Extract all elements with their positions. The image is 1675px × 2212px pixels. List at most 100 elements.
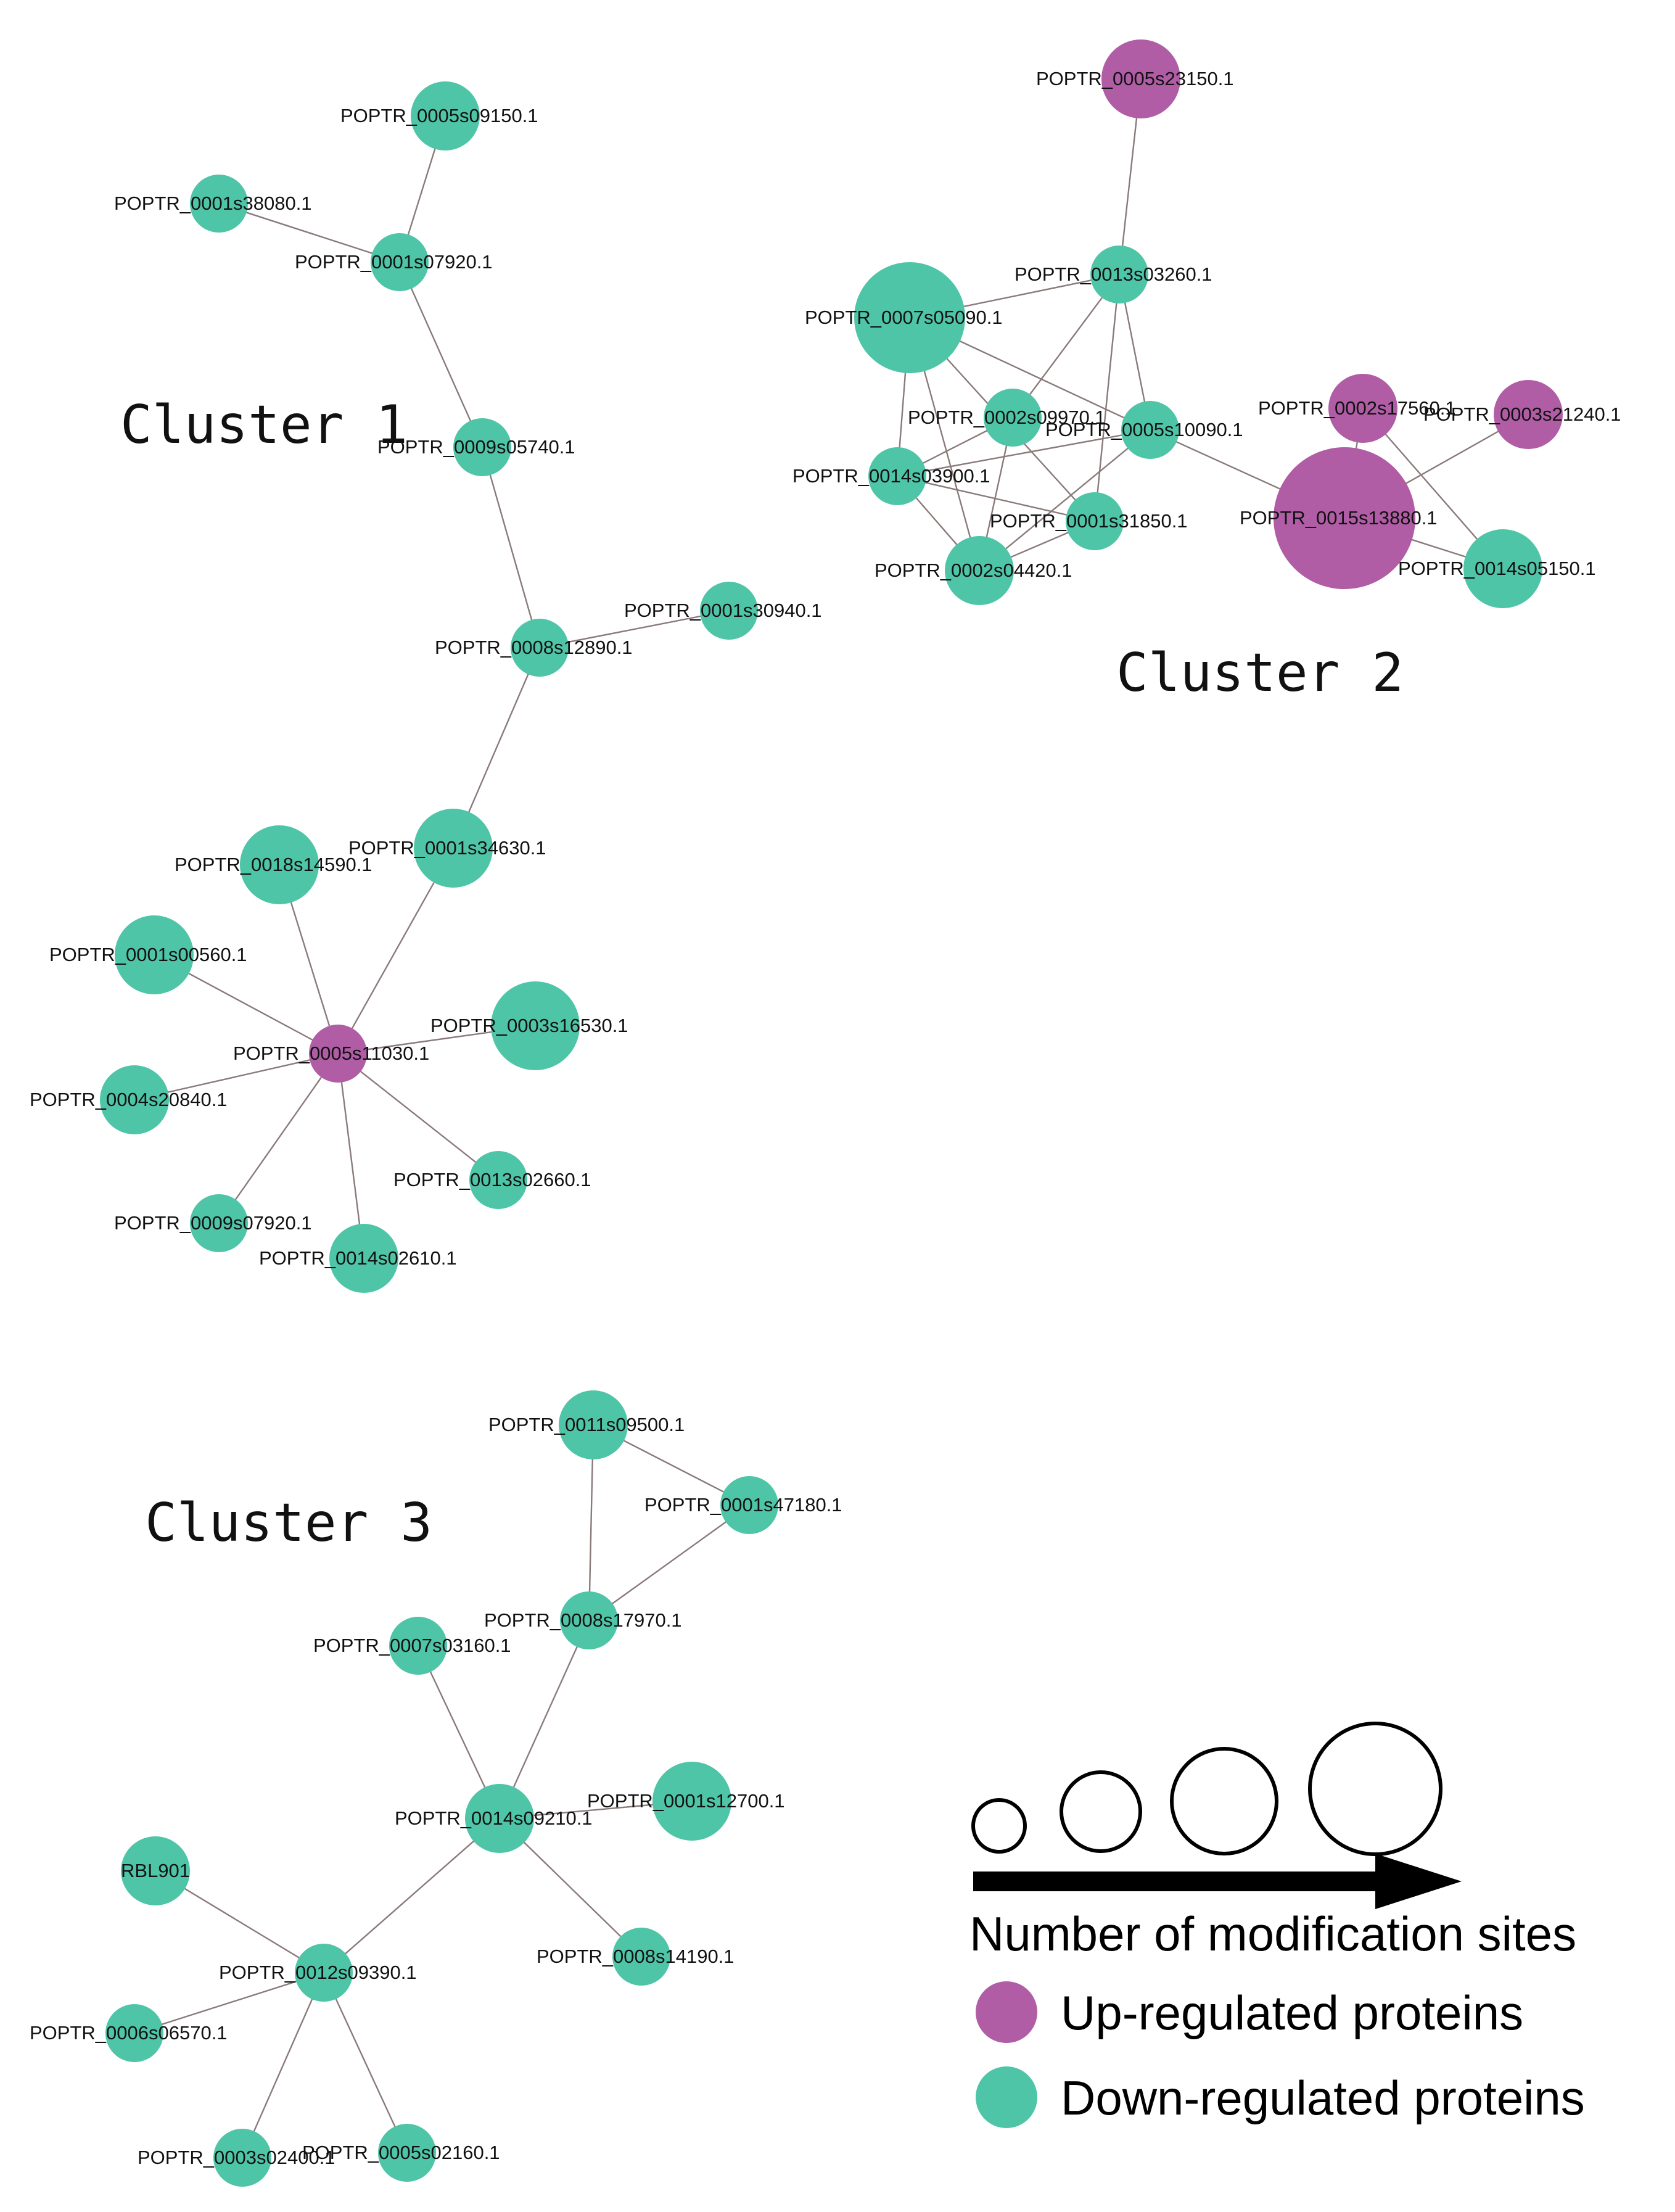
node-label-m11: POPTR_0002s04420.1 — [875, 559, 1072, 581]
node-label-n5: POPTR_0001s30940.1 — [624, 600, 822, 621]
node-k7-down-regulated[interactable] — [121, 1836, 190, 1905]
edge-m8-m5 — [897, 429, 1151, 477]
up-regulated-legend-label: Up-regulated proteins — [1061, 1986, 1523, 2040]
size-legend-circle-small — [971, 1798, 1027, 1854]
node-k6-down-regulated[interactable] — [652, 1762, 731, 1841]
node-k1-down-regulated[interactable] — [559, 1390, 628, 1459]
node-k4-down-regulated[interactable] — [389, 1617, 447, 1675]
node-k9-down-regulated[interactable] — [612, 1928, 670, 1986]
node-k8-down-regulated[interactable] — [295, 1944, 353, 2002]
node-m8-down-regulated[interactable] — [868, 447, 926, 505]
node-label-m8: POPTR_0014s03900.1 — [792, 465, 990, 487]
edge-k8-k12 — [323, 1972, 408, 2153]
node-label-n3: POPTR_0001s07920.1 — [295, 251, 493, 273]
size-legend-arrow — [973, 1854, 1462, 1909]
node-n13-down-regulated[interactable] — [469, 1151, 527, 1209]
node-n12-down-regulated[interactable] — [100, 1065, 169, 1134]
node-n9-down-regulated[interactable] — [115, 915, 194, 994]
node-label-k10: POPTR_0006s06570.1 — [30, 2022, 228, 2044]
node-n15-down-regulated[interactable] — [329, 1224, 398, 1293]
node-n11-up-regulated[interactable] — [309, 1025, 367, 1083]
node-layer — [100, 39, 1563, 2187]
edge-layer — [134, 78, 1529, 2158]
node-n2-down-regulated[interactable] — [190, 175, 248, 233]
node-n14-down-regulated[interactable] — [190, 1194, 248, 1252]
edge-n13-n11 — [337, 1053, 499, 1181]
cluster-2-title: Cluster 2 — [1116, 642, 1404, 704]
size-legend-caption: Number of modification sites — [969, 1907, 1576, 1961]
node-label-m10: POPTR_0015s13880.1 — [1240, 507, 1438, 529]
node-label-n2: POPTR_0001s38080.1 — [114, 192, 312, 214]
node-n4-down-regulated[interactable] — [453, 418, 511, 476]
node-label-m12: POPTR_0014s05150.1 — [1398, 558, 1596, 579]
legend: Number of modification sites Up-regulate… — [969, 1722, 1585, 2128]
node-m7-up-regulated[interactable] — [1494, 380, 1563, 449]
edge-k5-k8 — [323, 1818, 500, 1973]
node-m9-down-regulated[interactable] — [1066, 492, 1124, 550]
node-n8-down-regulated[interactable] — [240, 825, 319, 904]
up-regulated-legend-dot — [976, 1981, 1037, 2043]
node-label-n7: POPTR_0001s34630.1 — [348, 837, 546, 859]
node-n3-down-regulated[interactable] — [371, 233, 429, 291]
node-k10-down-regulated[interactable] — [105, 2004, 163, 2062]
edge-n4-n6 — [481, 447, 541, 648]
node-m2-down-regulated[interactable] — [1090, 246, 1148, 303]
node-m6-up-regulated[interactable] — [1328, 374, 1397, 443]
node-label-m6: POPTR_0002s17560.1 — [1258, 397, 1456, 419]
node-n1-down-regulated[interactable] — [411, 81, 480, 151]
node-label-m3: POPTR_0007s05090.1 — [805, 307, 1003, 328]
node-m12-down-regulated[interactable] — [1463, 529, 1542, 608]
edge-k3-k5 — [498, 1620, 590, 1819]
node-k11-down-regulated[interactable] — [213, 2129, 271, 2187]
node-m3-down-regulated[interactable] — [854, 262, 965, 373]
node-k12-down-regulated[interactable] — [378, 2124, 436, 2182]
node-label-n15: POPTR_0014s02610.1 — [259, 1247, 457, 1269]
node-label-n14: POPTR_0009s07920.1 — [114, 1212, 312, 1234]
node-label-n10: POPTR_0003s16530.1 — [430, 1015, 628, 1036]
node-k5-down-regulated[interactable] — [465, 1784, 534, 1853]
node-m5-down-regulated[interactable] — [1121, 401, 1179, 459]
node-m10-up-regulated[interactable] — [1274, 447, 1415, 589]
node-m4-down-regulated[interactable] — [984, 389, 1042, 447]
node-label-n1: POPTR_0005s09150.1 — [340, 105, 538, 126]
edge-n12-n11 — [134, 1052, 339, 1101]
node-n10-down-regulated[interactable] — [491, 981, 580, 1070]
node-n6-down-regulated[interactable] — [511, 619, 569, 677]
node-label-k12: POPTR_0005s02160.1 — [302, 2142, 500, 2163]
node-label-m2: POPTR_0013s03260.1 — [1014, 263, 1212, 285]
node-label-k1: POPTR_0011s09500.1 — [488, 1414, 685, 1435]
node-label-k3: POPTR_0008s17970.1 — [484, 1609, 682, 1631]
edge-m8-m9 — [897, 475, 1095, 522]
edge-n3-n4 — [398, 262, 484, 448]
node-label-k9: POPTR_0008s14190.1 — [537, 1946, 735, 1967]
node-label-m7: POPTR_0003s21240.1 — [1423, 403, 1621, 425]
edge-n6-n5 — [539, 609, 730, 649]
node-k3-down-regulated[interactable] — [560, 1591, 618, 1649]
node-k2-down-regulated[interactable] — [720, 1476, 778, 1534]
node-n5-down-regulated[interactable] — [700, 582, 758, 640]
down-regulated-legend-label: Down-regulated proteins — [1061, 2071, 1585, 2125]
node-label-n4: POPTR_0009s05740.1 — [377, 436, 575, 458]
size-legend-circle-xlarge — [1308, 1722, 1442, 1856]
node-label-k5: POPTR_0014s09210.1 — [395, 1807, 593, 1829]
node-label-k6: POPTR_0001s12700.1 — [587, 1790, 785, 1812]
node-label-n11: POPTR_0005s11030.1 — [233, 1042, 429, 1064]
node-label-n9: POPTR_0001s00560.1 — [49, 944, 247, 965]
edge-m2-m4 — [1012, 274, 1120, 418]
edge-m5-m11 — [979, 429, 1151, 571]
node-label-k2: POPTR_0001s47180.1 — [644, 1494, 842, 1516]
cluster-3-title: Cluster 3 — [145, 1492, 432, 1554]
size-legend-circle-medium — [1060, 1770, 1142, 1853]
node-label-n13: POPTR_0013s02660.1 — [393, 1169, 591, 1191]
node-label-k8: POPTR_0012s09390.1 — [219, 1962, 417, 1983]
node-m1-up-regulated[interactable] — [1101, 39, 1180, 118]
label-layer: POPTR_0005s09150.1POPTR_0001s38080.1POPT… — [30, 68, 1621, 2168]
node-m11-down-regulated[interactable] — [945, 536, 1014, 605]
edge-k2-k3 — [588, 1504, 750, 1621]
node-label-n12: POPTR_0004s20840.1 — [30, 1089, 228, 1110]
node-n7-down-regulated[interactable] — [414, 809, 493, 888]
node-label-m1: POPTR_0005s23150.1 — [1036, 68, 1234, 89]
node-label-m5: POPTR_0005s10090.1 — [1045, 419, 1243, 440]
